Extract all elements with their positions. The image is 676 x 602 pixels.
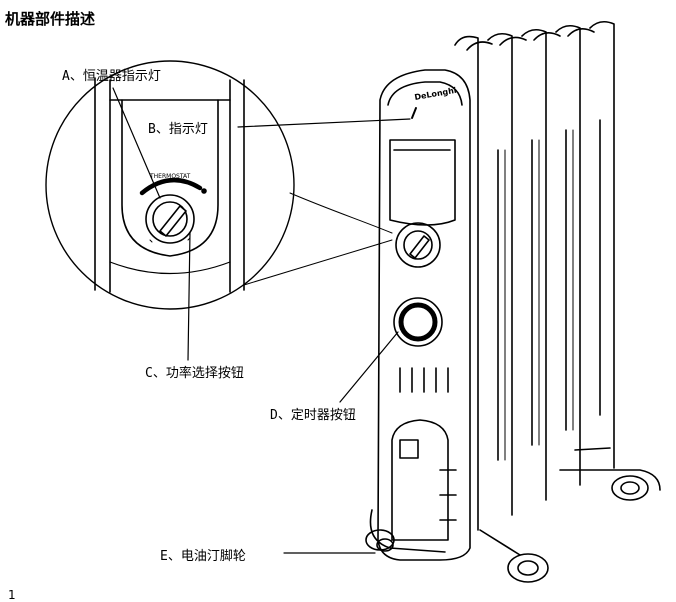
radiator-fins — [454, 20, 615, 531]
page-number: 1 — [8, 588, 16, 602]
leader-lines — [112, 87, 411, 554]
magnified-control-inset — [45, 60, 393, 310]
dial-marking-text: THERMOSTAT — [149, 173, 191, 180]
label-thermostat-indicator: A、恒温器指示灯 — [62, 69, 161, 84]
brand-logo-text: DeLonghi — [414, 86, 458, 102]
front-panel — [377, 69, 471, 561]
page-title: 机器部件描述 — [5, 10, 96, 28]
label-indicator-light: B、指示灯 — [148, 122, 208, 137]
label-casters: E、电油汀脚轮 — [160, 549, 246, 564]
label-timer-button: D、定时器按钮 — [270, 408, 356, 423]
label-power-button: C、功率选择按钮 — [145, 366, 244, 381]
caster-feet — [365, 447, 661, 583]
